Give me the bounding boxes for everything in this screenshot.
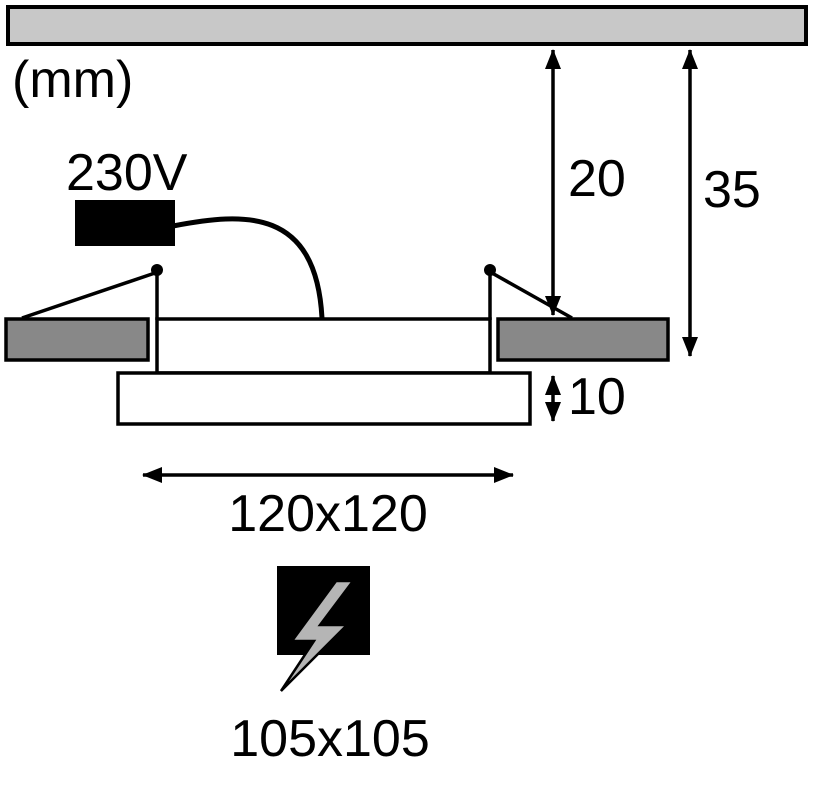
dim-label-panel-size: 120x120	[228, 485, 428, 543]
ceiling-cross-section-left	[4, 317, 150, 362]
power-connector-box	[75, 200, 175, 246]
dim-label-recess-depth: 20	[568, 150, 626, 208]
ceiling-cross-section-right	[496, 317, 670, 362]
voltage-label: 230V	[66, 144, 188, 202]
dim-label-installation-depth: 35	[703, 161, 761, 219]
unit-label: (mm)	[12, 51, 133, 109]
right-post-pivot-dot	[484, 264, 496, 276]
right-mounting-spring	[491, 271, 573, 320]
ceiling-surface-bar	[6, 5, 808, 46]
left-post-pivot-dot	[151, 264, 163, 276]
supply-cable	[172, 216, 325, 319]
panel-visible-frame	[116, 371, 532, 426]
dim-label-cutout-size: 105x105	[230, 710, 430, 768]
dim-label-frame-height: 10	[568, 368, 626, 426]
panel-recessed-housing	[155, 317, 492, 375]
lightning-bolt-icon	[279, 579, 356, 692]
left-mounting-spring	[21, 271, 156, 320]
